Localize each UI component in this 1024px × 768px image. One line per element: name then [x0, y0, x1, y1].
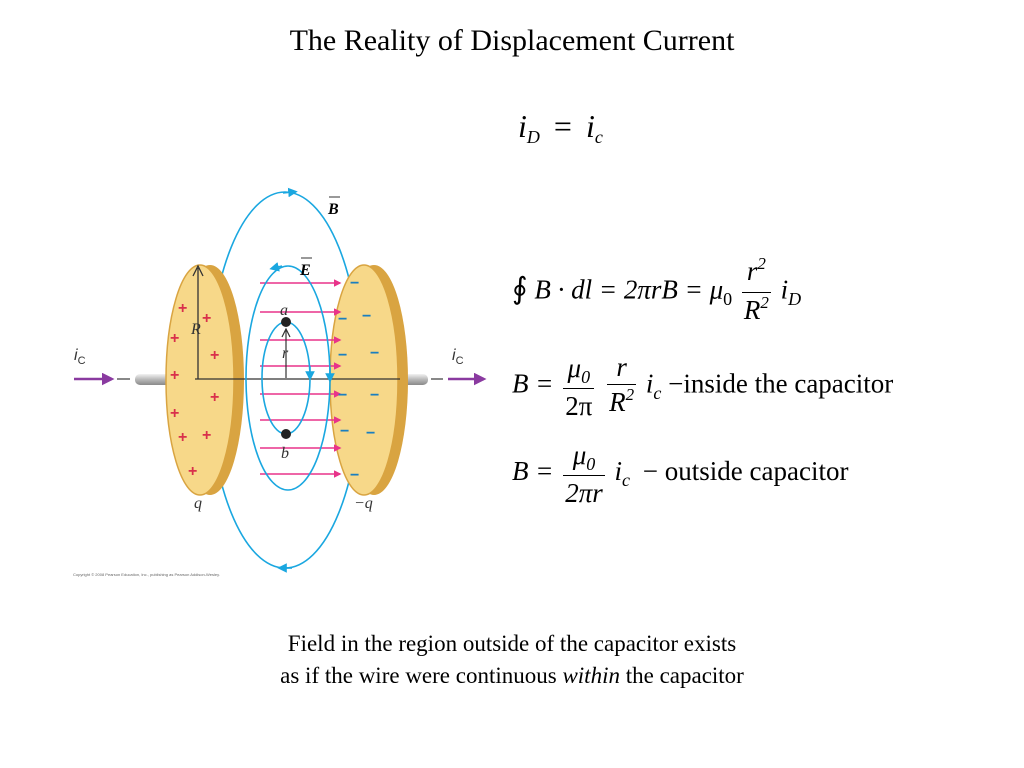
- eq4-tail-sub: c: [622, 470, 631, 491]
- eq1-lhs: i: [518, 108, 527, 144]
- copyright-text: Copyright © 2008 Pearson Education, Inc.…: [73, 572, 220, 577]
- svg-text:−: −: [370, 387, 379, 404]
- svg-text:−: −: [338, 387, 347, 404]
- equation-ampere-law: ∮ B · dl = 2πrB = μ0 r2 R2 iD: [512, 254, 801, 331]
- equation-b-inside: B = μ0 2π r R2 ic −inside the capacitor: [512, 350, 893, 423]
- eq2-tail: i: [780, 274, 789, 305]
- caption-line-2-post: the capacitor: [619, 663, 744, 688]
- eq3-fraction-2: r R2: [607, 350, 637, 423]
- label-b: b: [281, 445, 289, 462]
- e-field-arrows: [260, 279, 342, 478]
- svg-text:+: +: [188, 463, 197, 480]
- eq3-f2-num: r: [607, 350, 637, 385]
- eq2-den-text: R: [743, 295, 761, 325]
- eq1-rhs-sub: c: [594, 127, 603, 147]
- label-E-vector: E: [299, 262, 311, 279]
- integral-symbol: ∮: [512, 272, 528, 306]
- eq3-note: −inside the capacitor: [668, 368, 894, 399]
- caption-emphasis: within: [562, 663, 620, 688]
- svg-text:−: −: [350, 467, 359, 484]
- plate-right: [329, 264, 408, 496]
- eq3-f1-num: μ0: [563, 351, 595, 389]
- eq4-fraction: μ0 2πr: [563, 438, 605, 510]
- eq3-f1-num-sub: 0: [581, 366, 591, 387]
- label-ic-left: iC: [74, 347, 86, 367]
- eq2-num-sup: 2: [757, 254, 766, 273]
- eq3-lhs: B =: [512, 368, 554, 399]
- eq1-op: =: [553, 108, 572, 144]
- eq4-f-num: μ0: [563, 438, 605, 476]
- svg-text:+: +: [202, 310, 211, 327]
- svg-text:+: +: [178, 429, 187, 446]
- b-arrow-top-outer: [282, 187, 298, 198]
- eq4-tail: i: [614, 456, 623, 487]
- eq3-f2-den-text: R: [609, 387, 626, 417]
- eq3-tail-sub: c: [653, 382, 662, 403]
- eq3-fraction-1: μ0 2π: [563, 351, 595, 423]
- eq4-f-num-sub: 0: [586, 454, 596, 474]
- label-R: R: [190, 321, 201, 338]
- eq3-f2-den: R2: [607, 385, 636, 423]
- slide-title: The Reality of Displacement Current: [289, 24, 735, 57]
- svg-text:+: +: [178, 300, 187, 317]
- eq4-f-num-text: μ: [572, 440, 587, 470]
- eq4-note: − outside capacitor: [642, 456, 849, 487]
- svg-text:−: −: [362, 308, 371, 325]
- plate-left: [165, 264, 244, 496]
- eq2-expr: B · dl = 2πrB = μ: [534, 274, 724, 305]
- point-a: [281, 317, 291, 327]
- eq2-frac-den: R2: [742, 293, 771, 331]
- eq3-tail: i: [645, 368, 654, 399]
- svg-text:+: +: [170, 330, 179, 347]
- caption-line-1: Field in the region outside of the capac…: [287, 631, 737, 656]
- svg-text:−: −: [338, 311, 347, 328]
- eq3-f2-den-sup: 2: [625, 385, 635, 404]
- svg-text:+: +: [170, 367, 179, 384]
- eq2-fraction: r2 R2: [741, 254, 771, 331]
- svg-text:−: −: [340, 423, 349, 440]
- caption: Field in the region outside of the capac…: [0, 628, 1024, 692]
- capacitor-figure: B E + + + + + + + + + + − − − − − − − − …: [74, 187, 487, 573]
- caption-line-2: as if the wire were continuous within th…: [0, 660, 1024, 692]
- svg-text:+: +: [202, 427, 211, 444]
- svg-text:+: +: [170, 405, 179, 422]
- equation-id-equals-ic: iD = ic: [518, 108, 603, 147]
- eq1-lhs-sub: D: [526, 127, 540, 147]
- equation-b-outside: B = μ0 2πr ic − outside capacitor: [512, 438, 848, 510]
- minus-charges: − − − − − − − − − −: [338, 275, 379, 484]
- eq4-lhs: B =: [512, 456, 554, 487]
- eq2-mu-sub: 0: [723, 288, 733, 309]
- eq2-tail-sub: D: [788, 288, 802, 309]
- plus-charges: + + + + + + + + + +: [170, 300, 219, 480]
- eq4-f-den: 2πr: [565, 478, 603, 508]
- caption-line-2-pre: as if the wire were continuous: [280, 663, 563, 688]
- svg-text:−: −: [366, 425, 375, 442]
- label-q: q: [194, 495, 202, 512]
- label-a: a: [280, 302, 288, 319]
- eq3-f1-num-text: μ: [567, 352, 582, 383]
- svg-text:−: −: [350, 275, 359, 292]
- label-neg-q: −q: [354, 495, 373, 512]
- svg-text:+: +: [210, 347, 219, 364]
- svg-text:−: −: [338, 347, 347, 364]
- svg-text:+: +: [210, 389, 219, 406]
- point-b: [281, 429, 291, 439]
- eq1-rhs: i: [585, 108, 595, 144]
- label-ic-right: iC: [452, 347, 464, 367]
- eq3-f1-den: 2π: [565, 390, 593, 421]
- b-arrow-top-middle: [269, 262, 283, 272]
- label-r: r: [282, 345, 289, 362]
- eq2-num-text: r: [746, 256, 758, 286]
- eq2-den-sup: 2: [760, 293, 769, 312]
- eq2-frac-num: r2: [741, 254, 771, 293]
- svg-text:−: −: [370, 345, 379, 362]
- label-B-vector: B: [327, 201, 339, 218]
